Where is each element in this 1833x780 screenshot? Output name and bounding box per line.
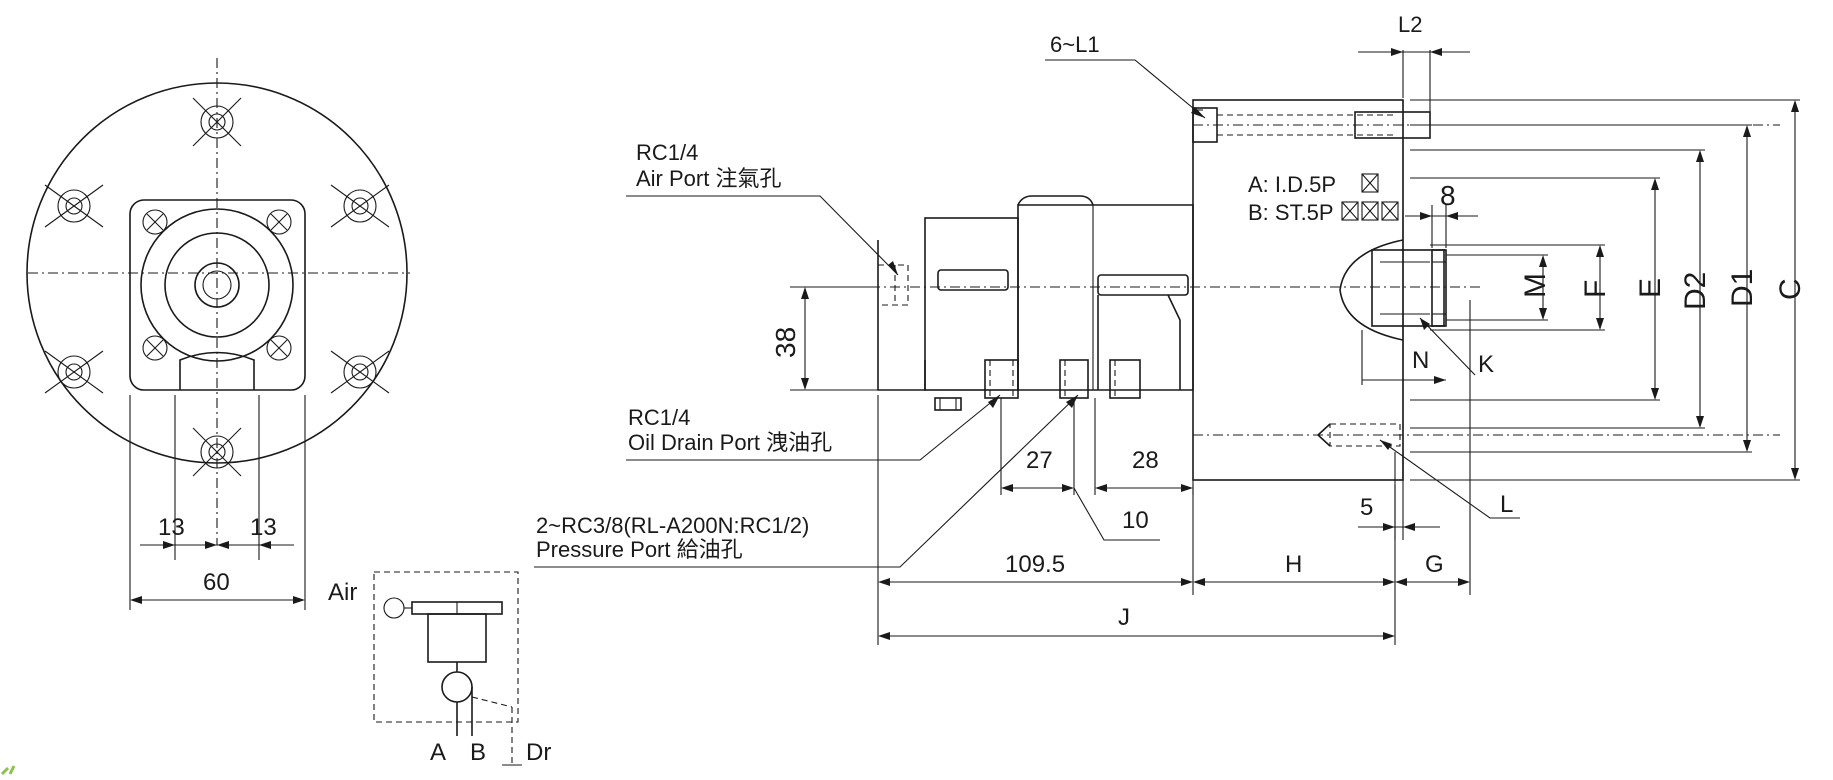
dim-27: 27 [1026, 447, 1053, 474]
dim-D2: D2 [1679, 272, 1712, 310]
dim-8: 8 [1440, 180, 1456, 211]
dim-38: 38 [770, 327, 801, 358]
side-view [790, 99, 1780, 481]
dim-H: H [1285, 551, 1302, 578]
dim-10: 10 [1122, 507, 1149, 534]
dim-L2: L2 [1398, 12, 1422, 37]
label-air: Air [328, 579, 357, 606]
legend-b: B: ST.5P [1248, 200, 1334, 225]
label-6-L1: 6~L1 [1050, 32, 1100, 57]
dim-J: J [1118, 604, 1130, 631]
label-rc14-air: RC1/4 [636, 140, 698, 165]
label-rc14-oil: RC1/4 [628, 405, 690, 430]
side-dimensions: C D1 D2 E F M L2 6~L1 A: I.D.5P B: ST.5P [534, 12, 1807, 645]
dim-G: G [1425, 551, 1444, 578]
dim-5: 5 [1360, 494, 1373, 521]
dim-13-left: 13 [158, 514, 185, 541]
dim-28: 28 [1132, 447, 1159, 474]
dim-60: 60 [203, 569, 230, 596]
label-pressure-port: Pressure Port 給油孔 [536, 537, 743, 562]
label-oil-drain: Oil Drain Port 洩油孔 [628, 430, 832, 455]
label-L: L [1500, 491, 1513, 518]
label-dr: Dr [526, 739, 551, 766]
dim-F: F [1579, 280, 1612, 298]
dim-D1: D1 [1726, 269, 1759, 307]
front-view: 13 13 60 [26, 58, 410, 610]
label-rc38: 2~RC3/8(RL-A200N:RC1/2) [536, 513, 809, 538]
green-mark-icon [0, 765, 16, 776]
label-b: B [470, 739, 486, 766]
legend-a: A: I.D.5P [1248, 172, 1336, 197]
label-a: A [430, 739, 446, 766]
hydraulic-symbol: Air A B Dr [328, 571, 551, 766]
label-air-port: Air Port 注氣孔 [636, 166, 781, 191]
dim-M: M [1519, 273, 1552, 298]
dim-C: C [1774, 278, 1807, 300]
dim-13-right: 13 [250, 514, 277, 541]
label-K: K [1478, 351, 1494, 378]
dim-E: E [1634, 278, 1667, 298]
dim-109-5: 109.5 [1005, 551, 1065, 578]
dim-N: N [1412, 347, 1429, 374]
